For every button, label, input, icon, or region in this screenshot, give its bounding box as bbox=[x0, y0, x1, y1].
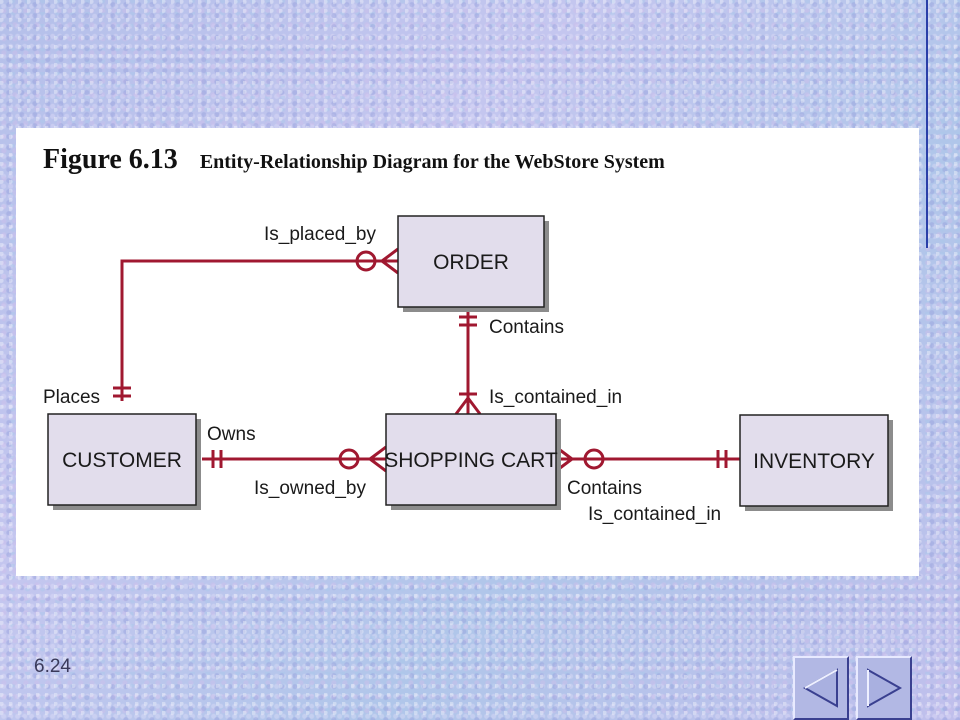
figure-panel: Figure 6.13 Entity-Relationship Diagram f… bbox=[16, 128, 919, 576]
entity-order: ORDER bbox=[397, 215, 549, 312]
er-diagram: ORDER CUSTOMER SHOPPING CART INVENTORY I… bbox=[43, 215, 893, 525]
cardinality-one-mandatory-icon bbox=[211, 450, 223, 468]
label-order-contains: Contains bbox=[489, 317, 564, 338]
line-customer-order bbox=[120, 259, 398, 401]
label-inventory-is-contained-in: Is_contained_in bbox=[588, 504, 721, 525]
entity-customer: CUSTOMER bbox=[47, 413, 201, 510]
next-slide-button[interactable] bbox=[856, 656, 912, 720]
triangle-left-icon bbox=[802, 668, 838, 708]
vertical-rule bbox=[926, 0, 928, 248]
figure-title: Figure 6.13 Entity-Relationship Diagram f… bbox=[43, 144, 665, 176]
cardinality-one-many-icon bbox=[454, 392, 482, 415]
slide-number: 6.24 bbox=[34, 656, 71, 677]
label-is-owned-by: Is_owned_by bbox=[254, 478, 366, 499]
cardinality-one-mandatory-icon bbox=[113, 386, 131, 398]
cardinality-one-mandatory-icon bbox=[459, 315, 477, 327]
entity-label-order: ORDER bbox=[433, 251, 509, 274]
label-cart-contains: Contains bbox=[567, 478, 642, 499]
entity-label-shopping-cart: SHOPPING CART bbox=[384, 449, 558, 472]
triangle-right-icon bbox=[867, 668, 903, 708]
cardinality-zero-many-icon bbox=[355, 247, 399, 275]
entity-label-inventory: INVENTORY bbox=[753, 450, 875, 473]
cardinality-one-mandatory-icon bbox=[716, 450, 728, 468]
label-is-placed-by: Is_placed_by bbox=[264, 224, 376, 245]
label-owns: Owns bbox=[207, 424, 256, 445]
figure-number: Figure 6.13 bbox=[43, 144, 178, 175]
entity-label-customer: CUSTOMER bbox=[62, 449, 182, 472]
entity-inventory: INVENTORY bbox=[739, 414, 893, 511]
entity-shopping-cart: SHOPPING CART bbox=[384, 413, 561, 510]
label-cart-is-contained-in: Is_contained_in bbox=[489, 387, 622, 408]
figure-caption: Entity-Relationship Diagram for the WebS… bbox=[199, 151, 665, 173]
cardinality-zero-many-icon bbox=[338, 445, 387, 473]
label-places: Places bbox=[43, 387, 100, 408]
previous-slide-button[interactable] bbox=[793, 656, 849, 720]
